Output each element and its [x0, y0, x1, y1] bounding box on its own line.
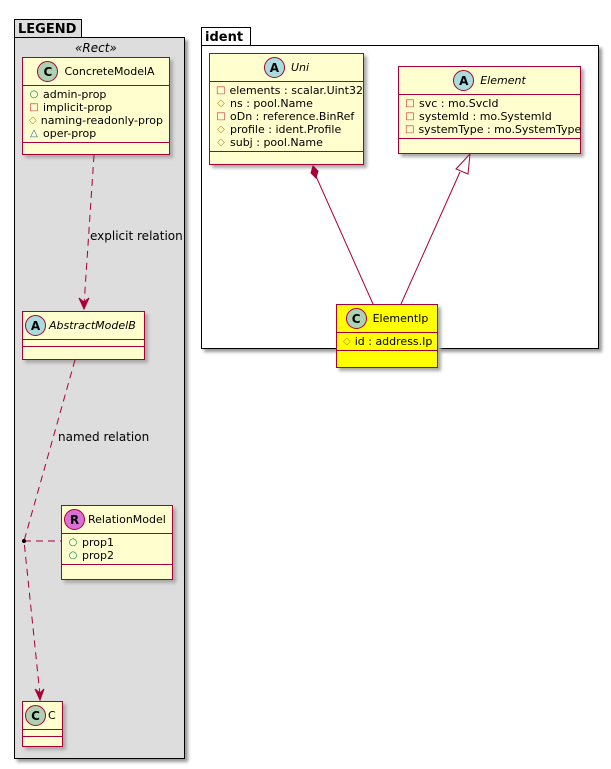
public-visibility-icon: ○ — [68, 537, 78, 548]
member: profile : ident.Profile — [230, 123, 342, 136]
member: oper-prop — [43, 127, 97, 140]
ident-package-tab: ident — [201, 27, 251, 45]
abstract-badge-icon: A — [263, 57, 285, 78]
protected-visibility-icon: ◇ — [217, 124, 225, 135]
member: implicit-prop — [43, 101, 113, 114]
arrowhead-icon — [78, 297, 90, 311]
composition-diamond-icon — [310, 165, 319, 179]
member: naming-readonly-prop — [40, 114, 163, 127]
class-name: Element — [480, 74, 526, 87]
member: prop1 — [82, 536, 114, 549]
class-name: C — [48, 709, 56, 722]
member: subj : pool.Name — [230, 136, 323, 149]
member: ns : pool.Name — [230, 97, 313, 110]
abstract-badge-icon: A — [453, 70, 475, 91]
private-visibility-icon: □ — [216, 85, 226, 96]
private-visibility-icon: □ — [405, 124, 415, 135]
class-concrete-model-a[interactable]: C ConcreteModelA ○ admin-prop □ implicit-pr… — [22, 57, 170, 155]
composition-edge — [314, 173, 374, 305]
protected-visibility-icon: ◇ — [29, 115, 37, 126]
private-visibility-icon: □ — [405, 98, 415, 109]
public-visibility-icon: ○ — [68, 550, 78, 561]
class-name: RelationModel — [88, 513, 166, 526]
class-name: AbstractModelB — [49, 319, 136, 332]
member: prop2 — [82, 549, 114, 562]
inheritance-triangle-icon — [455, 152, 471, 175]
class-badge-icon: C — [25, 705, 46, 726]
association-point — [22, 539, 26, 543]
arrowhead-icon — [34, 688, 45, 702]
inheritance-edge — [400, 171, 461, 305]
private-visibility-icon: □ — [29, 102, 39, 113]
legend-package-tab: LEGEND — [14, 19, 82, 37]
member: elements : scalar.Uint32 — [229, 84, 363, 97]
class-name: ConcreteModelA — [64, 65, 155, 78]
member: oDn : reference.BinRef — [230, 110, 355, 123]
protected-visibility-icon: ◇ — [217, 98, 225, 109]
explicit-relation-label: explicit relation — [90, 229, 183, 243]
member: id : address.Ip — [354, 335, 433, 348]
relation-badge-icon: R — [64, 509, 85, 530]
class-element-ip[interactable]: C ElementIp ◇id : address.Ip — [336, 304, 438, 368]
private-visibility-icon: □ — [405, 111, 415, 122]
member: admin-prop — [43, 88, 107, 101]
class-name: Uni — [290, 61, 310, 74]
protected-visibility-icon: ◇ — [343, 336, 351, 347]
member: svc : mo.SvcId — [419, 97, 499, 110]
class-name: ElementIp — [372, 312, 429, 325]
private-visibility-icon: □ — [216, 111, 226, 122]
class-badge-icon: C — [345, 308, 367, 329]
legend-package — [14, 37, 185, 759]
abstract-badge-icon: A — [25, 315, 46, 336]
member: systemId : mo.SystemId — [419, 110, 552, 123]
named-relation-label: named relation — [58, 430, 150, 444]
package-visibility-icon: △ — [30, 128, 38, 139]
legend-stereotype: «Rect» — [75, 41, 117, 55]
member: systemType : mo.SystemType — [418, 123, 582, 136]
public-visibility-icon: ○ — [29, 89, 39, 100]
class-element[interactable]: A Element □ svc : mo.SvcId □ systemId : mo.… — [398, 66, 581, 154]
class-badge-icon: C — [37, 61, 59, 82]
explicit-relation-edge — [83, 154, 95, 306]
protected-visibility-icon: ◇ — [217, 137, 225, 148]
named-relation-edge — [23, 359, 76, 696]
